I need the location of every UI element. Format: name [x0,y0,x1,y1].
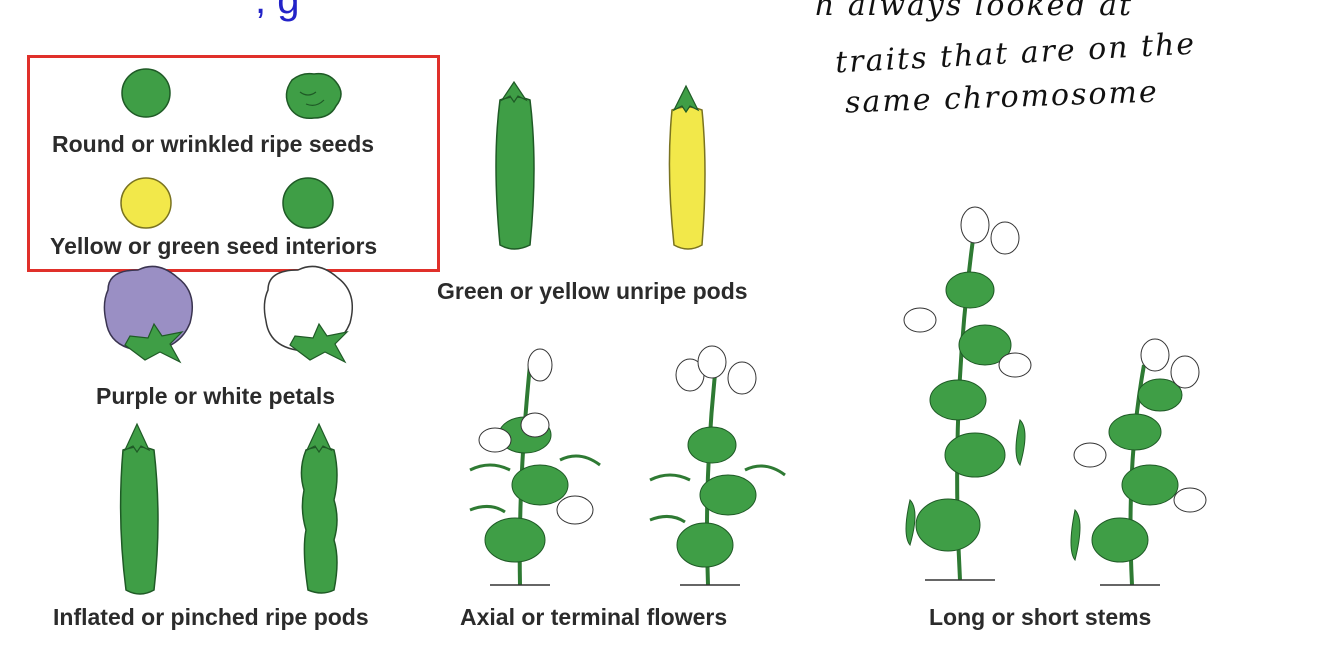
flower-position-label: Axial or terminal flowers [460,604,728,630]
green-unripe-pod [495,80,535,250]
green-seed [282,177,334,229]
round-seed [121,68,171,118]
petal-color-label: Purple or white petals [96,383,335,409]
wrinkled-seed [285,72,342,120]
terminal-flower-plant [649,345,786,586]
axial-flower-plant [469,348,601,586]
yellow-unripe-pod [668,84,706,250]
seed-shape-label: Round or wrinkled ripe seeds [52,131,375,157]
handwritten-note-line-1: h always looked at [815,0,1134,23]
pod-shape-label: Inflated or pinched ripe pods [53,604,369,630]
purple-petal-flower [103,265,193,364]
inflated-ripe-pod [119,422,159,595]
seed-traits-highlight-box [27,55,440,272]
short-stem-plant [1070,338,1207,586]
pod-color-label: Green or yellow unripe pods [437,278,748,304]
seed-color-label: Yellow or green seed interiors [50,233,378,259]
pinched-ripe-pod [300,422,338,594]
stem-length-label: Long or short stems [929,604,1152,630]
white-petal-flower [263,265,353,364]
long-stem-plant [903,206,1032,581]
yellow-seed [120,177,172,229]
page-heading-fragment: , g [255,0,300,22]
